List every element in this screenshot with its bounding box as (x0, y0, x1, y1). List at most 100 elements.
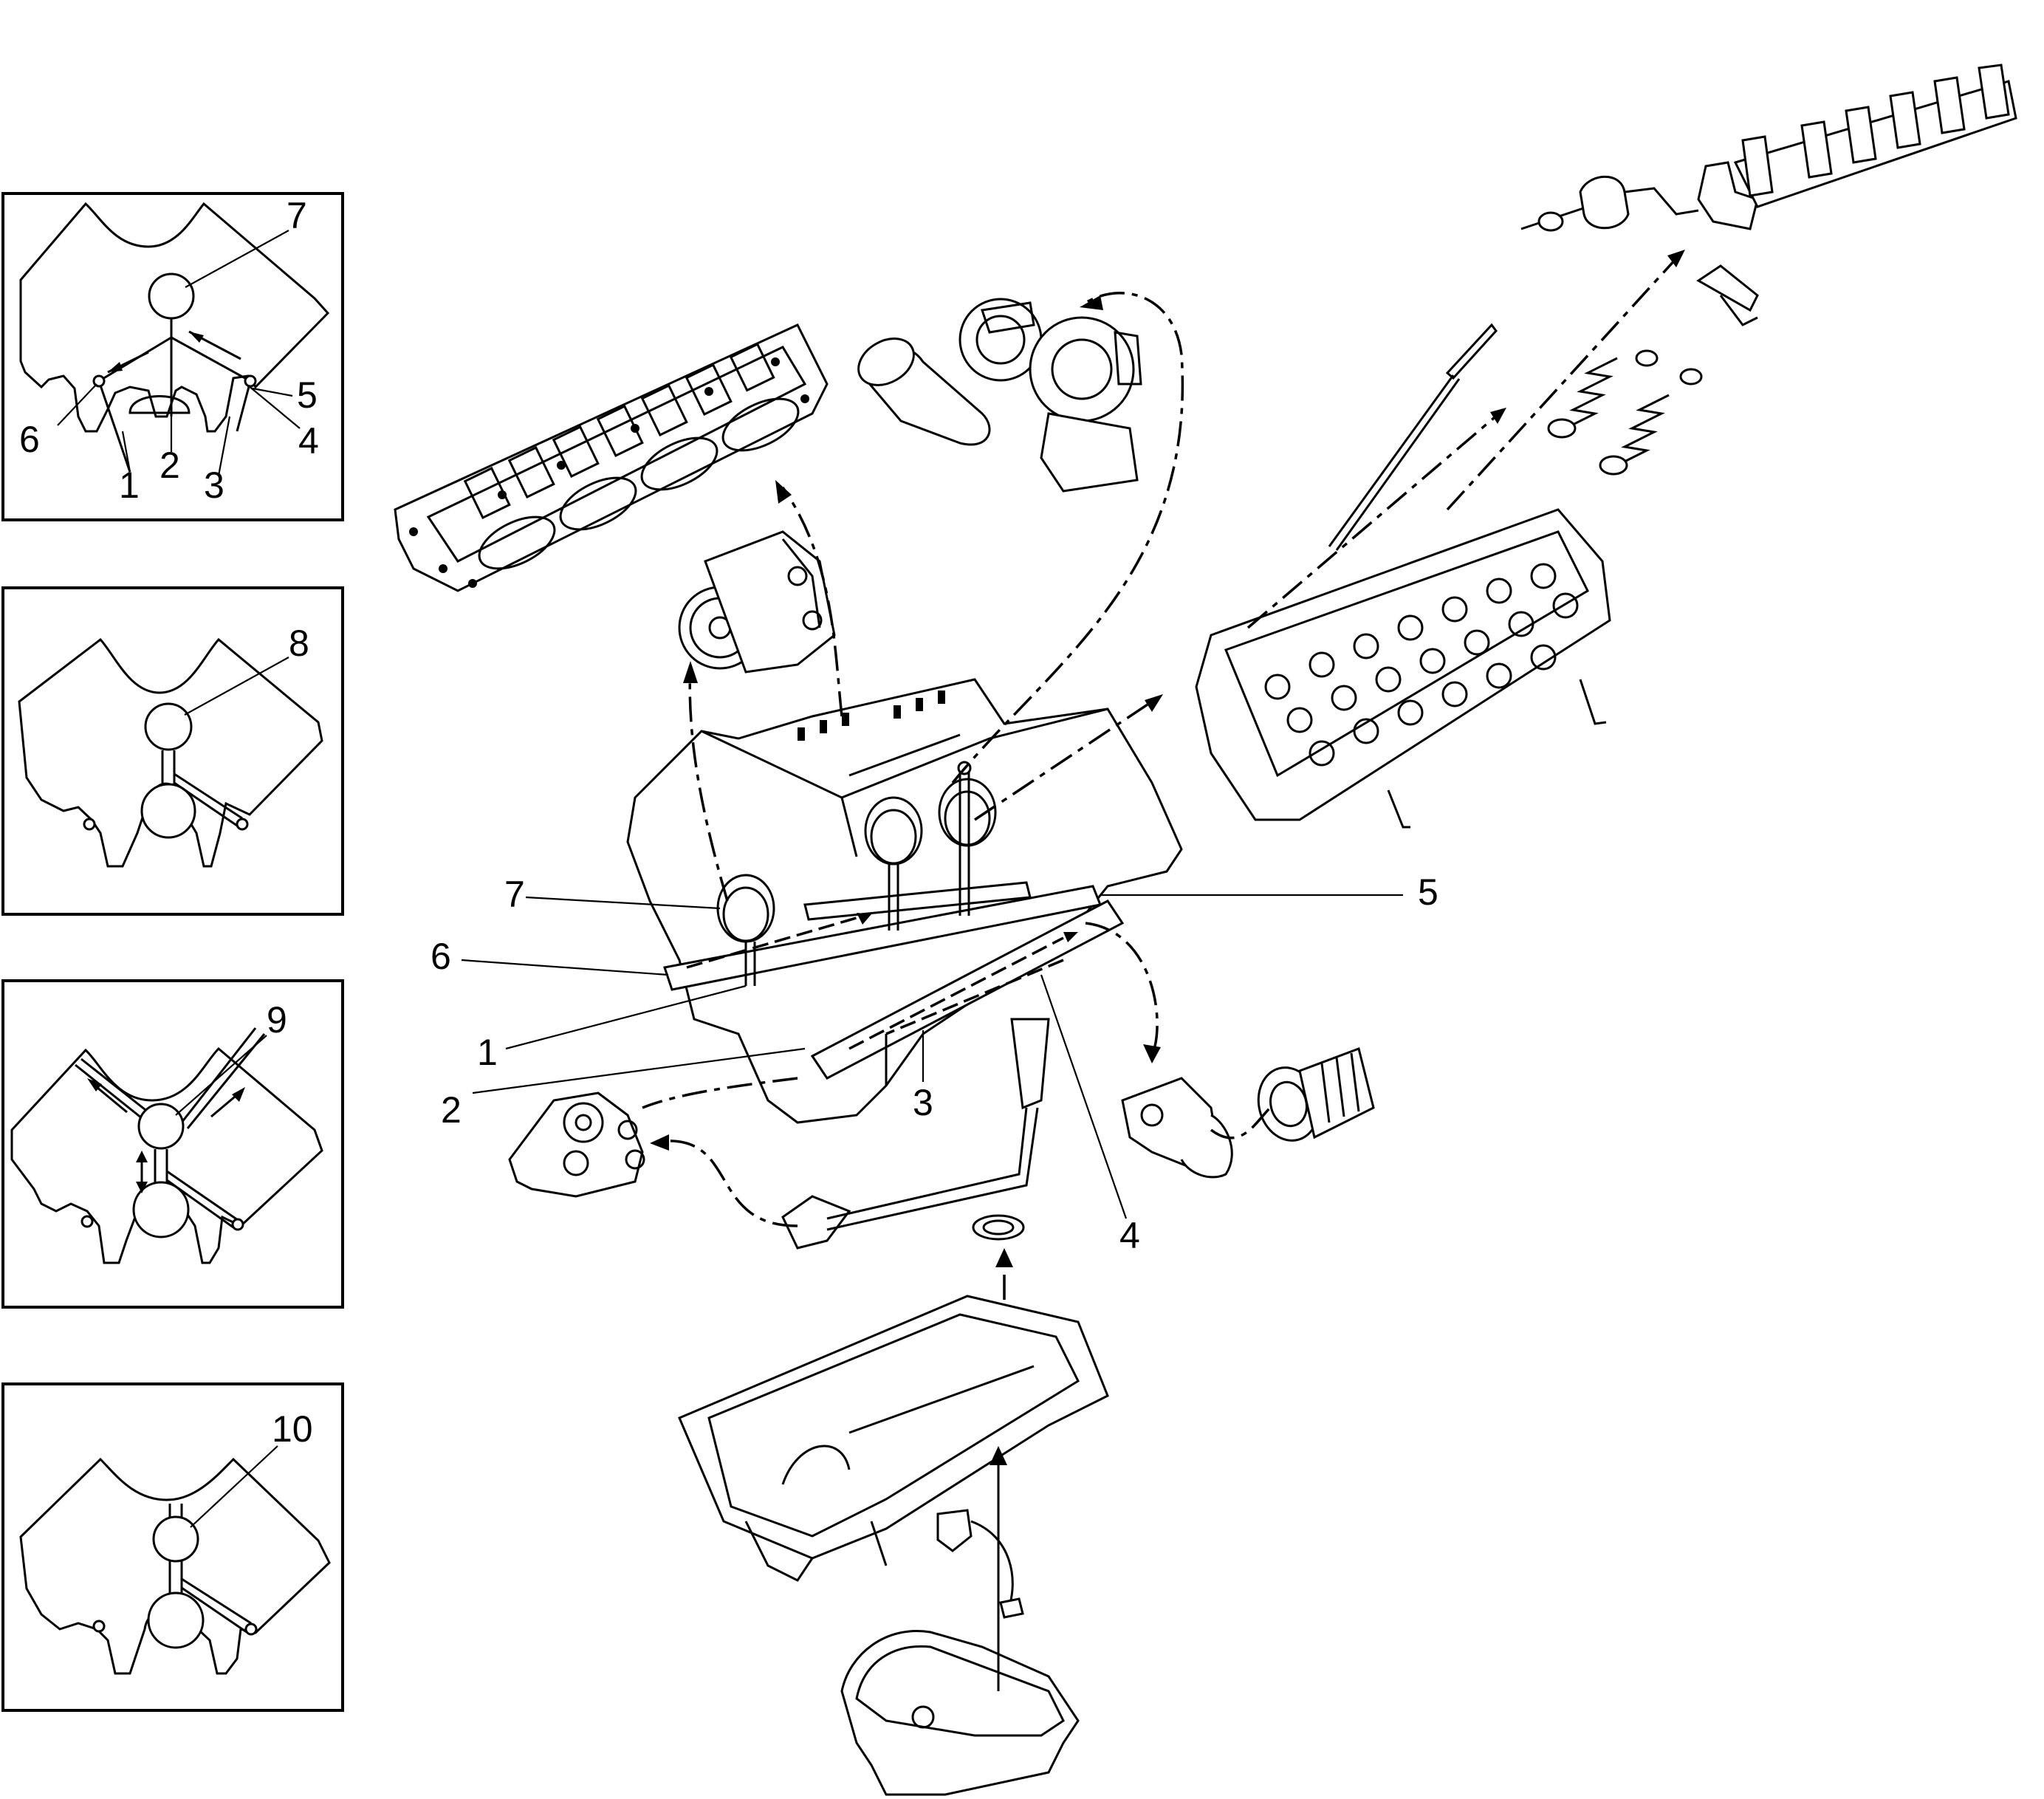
right-cylinder-head (1195, 508, 1611, 829)
flow-to-fuel-pump (688, 664, 729, 902)
passage-hole-right (231, 1218, 244, 1231)
flow-to-turbo (951, 292, 1184, 784)
passage-hole-left (92, 1620, 106, 1633)
oil-passage-diagonal-b (174, 781, 240, 829)
leader-4 (247, 385, 301, 429)
inset-panel-3: 9 (1, 979, 344, 1309)
leader-7 (185, 230, 289, 288)
crank-bore (128, 395, 191, 414)
crank-bore (132, 1181, 190, 1238)
leader-7 (525, 896, 721, 910)
flow-arrow-down-head (136, 1182, 148, 1193)
inset-1-label-1: 1 (119, 465, 140, 506)
flow-arrow-left-head (87, 1078, 102, 1092)
flow-to-valvetrain-b (1446, 257, 1678, 511)
leader-4 (1040, 974, 1128, 1219)
inset-1-label-6: 6 (19, 419, 40, 460)
oil-passage-diagonal-a (166, 1170, 239, 1221)
crank-bore (147, 1591, 205, 1649)
passage-hole-right (244, 374, 257, 388)
passage-hole-left (83, 818, 96, 831)
callout-5: 5 (1418, 871, 1438, 913)
flow-arrow-right-head (189, 332, 204, 343)
flow-pan-to-pickup-head (995, 1248, 1013, 1267)
oil-passage-diagonal-b (181, 1586, 247, 1634)
passage-hole-left (80, 1215, 94, 1228)
leader-10 (190, 1445, 278, 1528)
oil-level-sensor (936, 1509, 1024, 1619)
inset-4-drawing: 10 (19, 1408, 331, 1675)
oil-passage-right (171, 336, 251, 383)
gallery-left-a (80, 1058, 153, 1117)
flow-to-left-head-head (775, 480, 792, 504)
leader-8 (184, 657, 289, 716)
oil-passage-diagonal-b (166, 1179, 234, 1229)
inset-panel-2: 8 (1, 586, 344, 916)
cam-bore (144, 702, 193, 751)
flow-to-valvetrain-a-head (1490, 408, 1506, 424)
cam-bore (137, 1103, 185, 1150)
inset-3-label-9: 9 (267, 999, 287, 1041)
flow-to-filter-head (1143, 1044, 1161, 1063)
leader-5 (252, 387, 293, 397)
inset-1-label-4: 4 (298, 420, 319, 462)
flow-to-valvetrain-b-head (1667, 250, 1685, 267)
flow-arrow-left-head (108, 362, 123, 372)
passage-hole-right (244, 1622, 258, 1636)
engine-block (626, 678, 1183, 1124)
oil-filter-housing (1121, 1047, 1375, 1179)
leader-9 (175, 1035, 267, 1116)
flow-to-turbo-head (1080, 295, 1103, 310)
fuel-injection-pump (678, 530, 836, 674)
leader-6 (461, 959, 669, 976)
flow-to-left-head (781, 486, 843, 717)
oil-passage-diagonal-a (174, 772, 243, 820)
crank-bore (140, 783, 196, 839)
leader-6 (57, 383, 97, 426)
oil-pan-upper (678, 1295, 1109, 1582)
inset-1-label-2: 2 (160, 445, 180, 486)
inset-1-drawing: 7 5 6 4 2 1 3 (19, 195, 330, 506)
oil-pickup-tube (781, 1018, 1050, 1250)
flow-arrow-right-head (232, 1087, 245, 1102)
inset-1-label-7: 7 (287, 195, 307, 236)
flow-to-fuel-pump-head (683, 661, 698, 683)
callout-3: 3 (913, 1082, 933, 1123)
flow-arrows (642, 250, 1685, 1691)
callout-leaders (461, 894, 1403, 1219)
turbocharger (857, 298, 1142, 493)
leader-1 (121, 431, 131, 473)
lifter-gallery-left (97, 380, 131, 473)
flow-to-right-head-head (1145, 694, 1163, 712)
oil-pump (508, 1092, 645, 1198)
lifter-gallery-right (236, 380, 252, 432)
flow-pickup-to-pump-head (650, 1134, 669, 1151)
callout-6: 6 (431, 936, 451, 977)
leader-1 (505, 984, 747, 1050)
oil-passage-diagonal-a (181, 1577, 252, 1625)
oil-pan-lower (840, 1630, 1080, 1796)
passage-hole-left (92, 374, 106, 388)
leader-3 (217, 416, 231, 476)
inset-1-label-3: 3 (204, 465, 224, 506)
callout-7: 7 (504, 874, 525, 915)
left-cylinder-head (394, 323, 829, 592)
inset-2-label-8: 8 (289, 623, 309, 664)
flow-pump-to-block (642, 1077, 798, 1109)
callout-2: 2 (441, 1089, 462, 1131)
inset-4-label-10: 10 (272, 1408, 313, 1450)
inset-panel-1: 7 5 6 4 2 1 3 (1, 192, 344, 521)
inset-2-drawing: 8 (18, 623, 323, 868)
callout-4: 4 (1119, 1215, 1140, 1256)
inset-1-label-5: 5 (297, 374, 318, 416)
cam-bore (152, 1515, 199, 1563)
block-outline (19, 202, 330, 433)
rocker-arm-assembly (1328, 64, 2017, 551)
flow-filter-link (1210, 1106, 1272, 1140)
inset-3-drawing: 9 (10, 999, 323, 1264)
callout-1: 1 (477, 1032, 498, 1073)
gallery-right-b (186, 1033, 266, 1129)
flow-arrow-up-head (136, 1151, 148, 1162)
